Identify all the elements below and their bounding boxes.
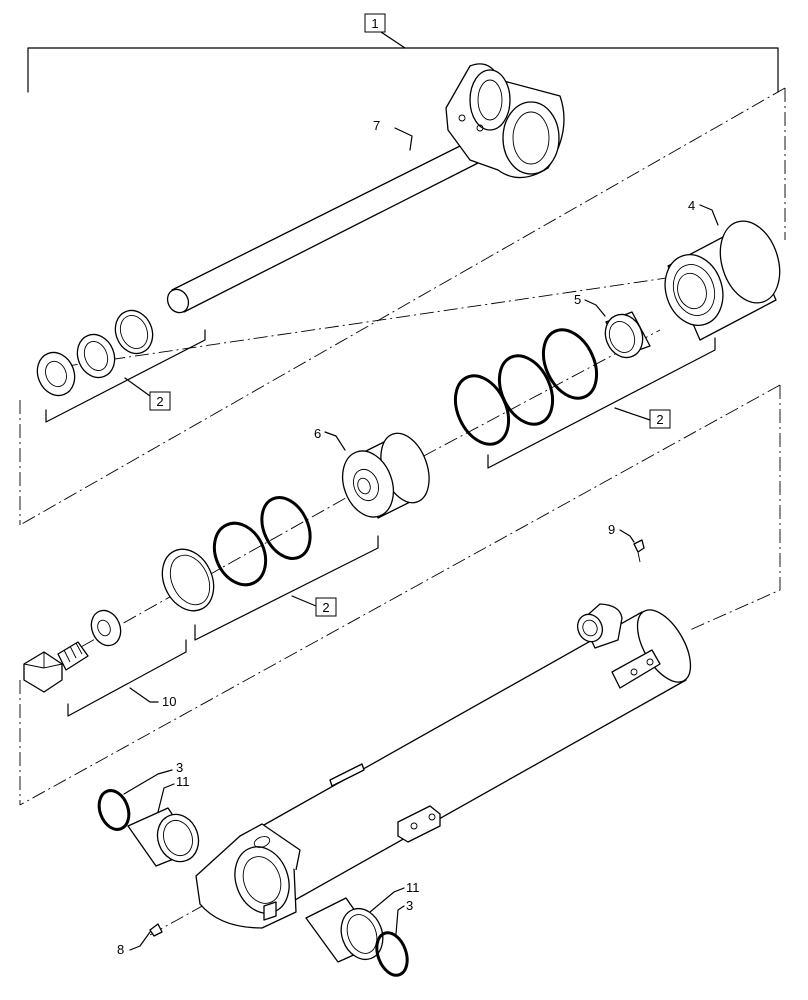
callout-bushing-upper[interactable]: 5 [574,292,581,307]
piston [341,432,430,519]
svg-text:1: 1 [371,16,378,31]
leader-grease-fitting-lower [129,931,151,951]
kit-bracket-bolt [67,639,187,717]
callout-snap-ring-left[interactable]: 3 [176,760,183,775]
leader-bushing-upper [584,299,606,317]
rod [166,63,565,314]
callout-piston[interactable]: 6 [314,426,321,441]
callout-bolt-set[interactable]: 10 [162,694,176,709]
grease-fitting-lower [149,923,163,937]
callout-grease-fitting-lower[interactable]: 8 [117,942,124,957]
leader-grease-fitting-upper [619,529,635,543]
kit-bracket-upper [45,329,206,423]
leader-gland [699,204,719,226]
svg-text:2: 2 [656,412,663,427]
leader-snap-ring-right [395,905,405,935]
callout-grease-fitting-upper[interactable]: 9 [608,522,615,537]
callout-bushing-left[interactable]: 11 [176,774,190,789]
callout-rod[interactable]: 7 [373,118,380,133]
kit-bracket-middle [194,535,379,641]
piston-washer [90,609,122,647]
bushing-left [127,807,200,867]
callout-snap-ring-right[interactable]: 3 [406,898,413,913]
kit-bracket-right [487,337,716,469]
leader-rod [394,127,413,151]
leader-bushing-left [157,783,175,813]
barrel-clevis [195,823,301,929]
callout-assembly[interactable]: 1 [364,13,386,33]
snap-ring-left [97,789,131,831]
leader-piston [324,431,346,451]
bushing-right [305,897,384,963]
leader-snap-ring-left [123,769,173,795]
callout-kit-middle[interactable]: 2 [315,597,337,617]
callout-bushing-right[interactable]: 11 [406,880,420,895]
callout-kit-right[interactable]: 2 [649,409,671,429]
cylinder-barrel [254,603,692,901]
callout-gland[interactable]: 4 [688,198,695,213]
piston-bolt [23,641,89,693]
gland [664,220,781,341]
piston-orings [453,328,599,446]
callout-kit-upper[interactable]: 2 [149,391,171,411]
assembly-bracket [27,29,779,93]
grease-fitting-upper [633,539,645,563]
snap-ring-right [375,931,409,977]
svg-text:2: 2 [322,600,329,615]
svg-text:2: 2 [156,394,163,409]
leader-bushing-right [369,887,405,913]
bushing-upper [604,311,651,359]
rod-seals [36,309,154,397]
piston-seals [161,496,312,612]
